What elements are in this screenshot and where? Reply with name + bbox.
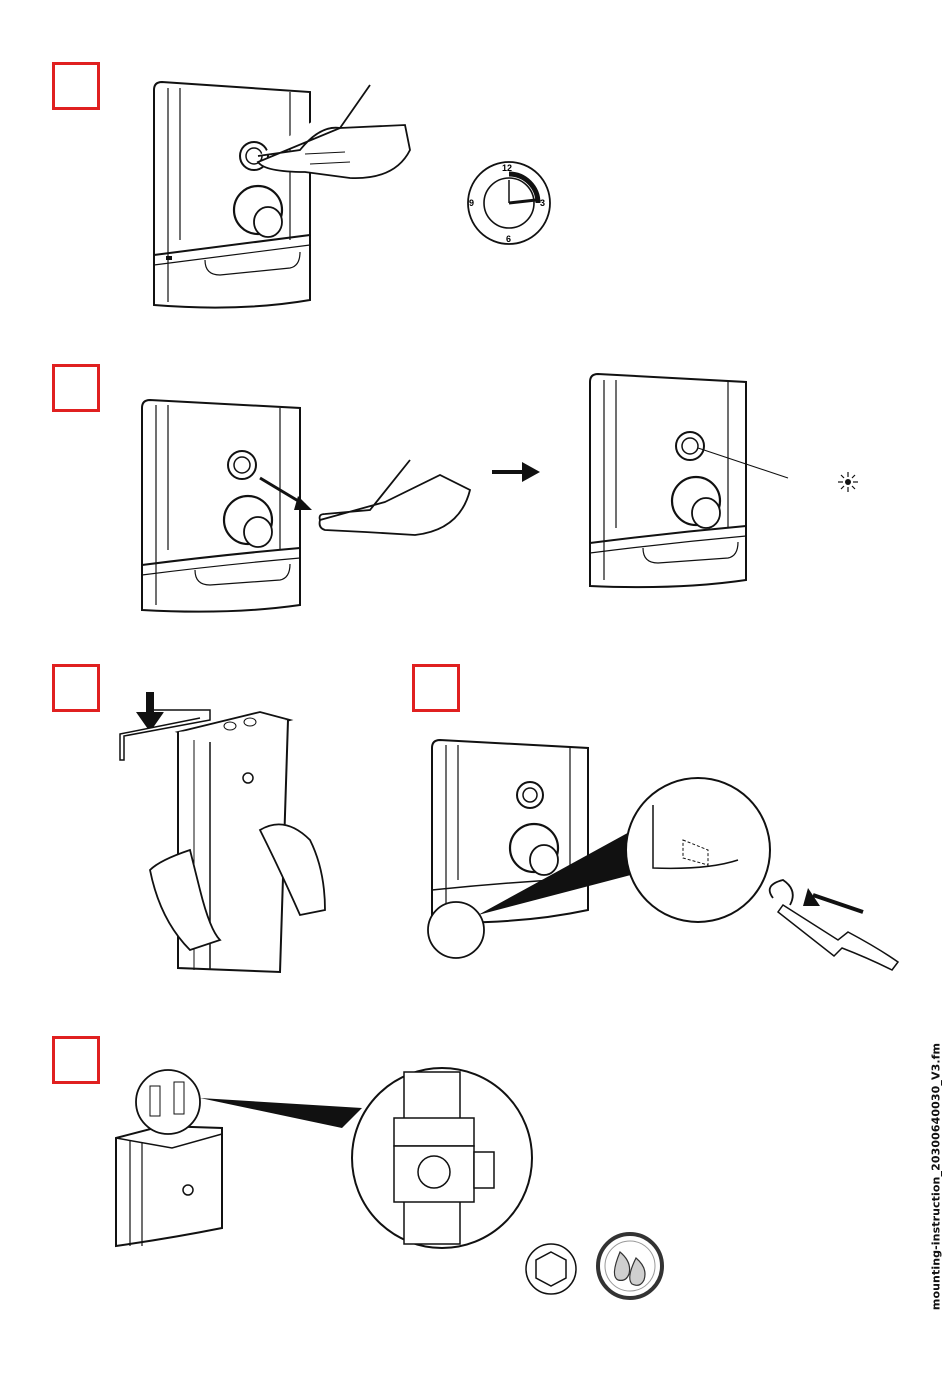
step-2-device-after <box>588 368 878 598</box>
clock-6: 6 <box>506 234 511 244</box>
step-2-device-illustration <box>140 390 480 620</box>
step-5-valve-illustration <box>112 1068 672 1308</box>
hex-key-icon <box>524 1242 578 1296</box>
clock-icon: 12 3 6 9 <box>466 160 552 246</box>
step-1-device-illustration <box>140 70 430 315</box>
arrow-right-icon <box>492 462 542 482</box>
clock-9: 9 <box>469 198 474 208</box>
step-2-box <box>52 364 100 412</box>
clock-3: 3 <box>540 198 545 208</box>
clock-12: 12 <box>502 163 512 173</box>
step-1-box <box>52 62 100 110</box>
document-filename: mounting-instruction_20300640030_V3.fm <box>930 967 943 1387</box>
indicator-light-icon <box>836 470 860 494</box>
screwdriver-icon <box>778 905 898 970</box>
step-5-box <box>52 1036 100 1084</box>
step-3-mounting-illustration <box>110 690 350 980</box>
water-drop-icon <box>596 1232 664 1300</box>
step-4-screwdriver-illustration <box>418 700 918 990</box>
step-3-box <box>52 664 100 712</box>
